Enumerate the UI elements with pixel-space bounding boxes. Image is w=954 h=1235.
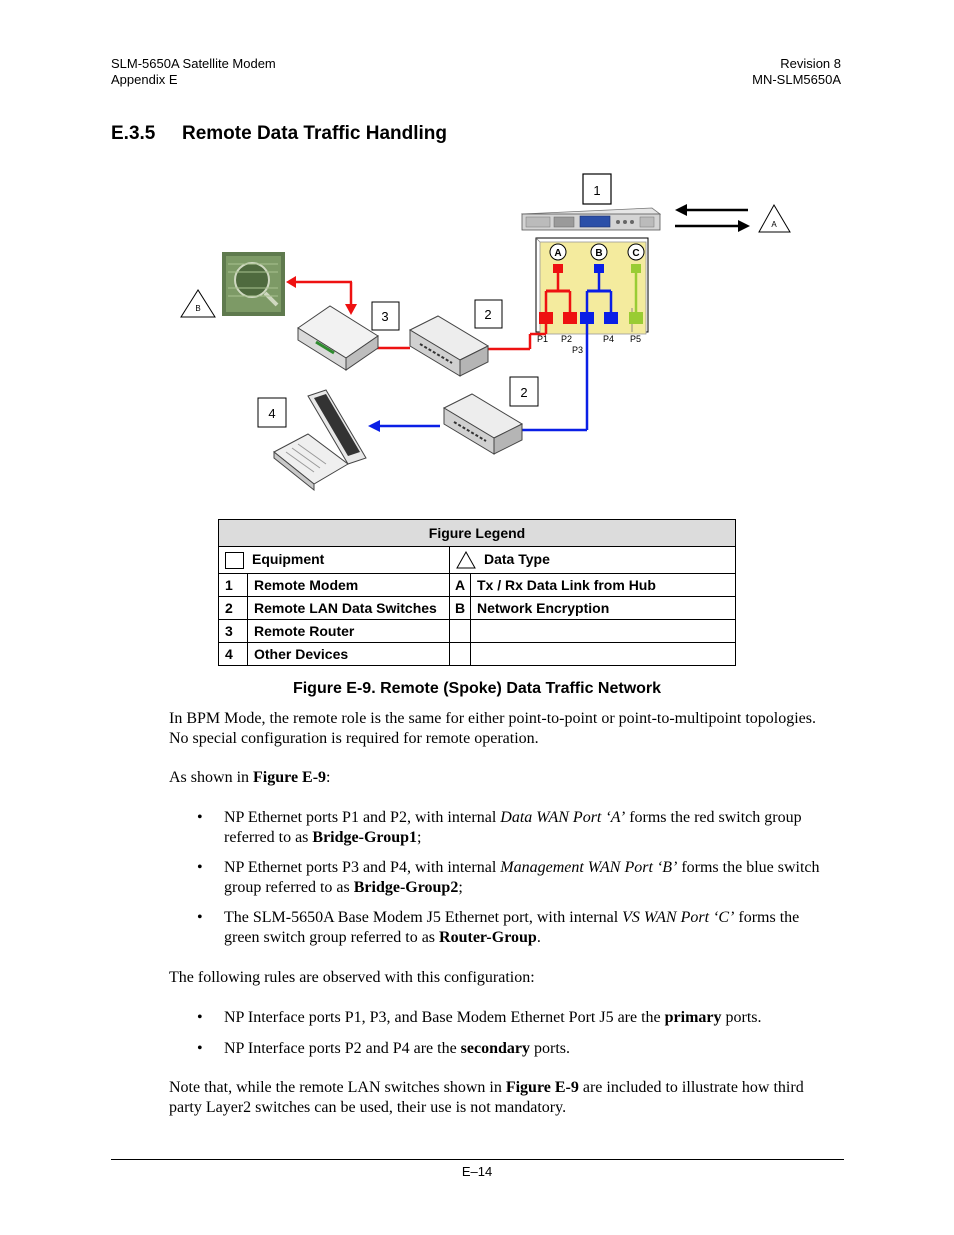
port-label-p2: P2 <box>561 334 572 344</box>
legend-key: 1 <box>218 573 248 597</box>
callout-switch-top: 2 <box>484 307 491 322</box>
bullet-red-group: NP Ethernet ports P1 and P2, with intern… <box>224 809 802 846</box>
bullet-secondary-ports: NP Interface ports P2 and P4 are the sec… <box>224 1040 570 1057</box>
data-type-triangle-encryption <box>180 289 216 318</box>
legend-datatype: Network Encryption <box>470 596 736 620</box>
bullet-icon: • <box>197 1009 203 1026</box>
paragraph-intro: In BPM Mode, the remote role is the same… <box>169 710 817 747</box>
callout-box-laptop <box>257 397 287 428</box>
legend-datatype-header: Data Type <box>449 546 736 574</box>
appendix-label: Appendix E <box>111 72 178 87</box>
callout-box-switch-top <box>474 299 503 329</box>
callout-laptop: 4 <box>268 406 275 421</box>
legend-row: 2 Remote LAN Data Switches B Network Enc… <box>218 596 736 620</box>
bullet-icon: • <box>197 1040 203 1057</box>
remote-modem <box>520 207 662 231</box>
bullet-primary-ports: NP Interface ports P1, P3, and Base Mode… <box>224 1009 762 1026</box>
laptop <box>273 389 367 492</box>
wan-port-c: C <box>627 243 645 261</box>
callout-box-switch-bottom <box>509 376 539 407</box>
paragraph-rules: The following rules are observed with th… <box>169 969 535 986</box>
legend-dkey: B <box>449 596 471 620</box>
revision-label: Revision 8 <box>780 56 841 71</box>
legend-datatype <box>470 619 736 643</box>
legend-equipment: Remote Router <box>247 619 450 643</box>
bullet-icon: • <box>197 809 203 826</box>
figure-reference: Figure E-9 <box>253 769 327 786</box>
remote-router <box>297 305 379 371</box>
legend-equipment: Remote Modem <box>247 573 450 597</box>
running-header-right: Revision 8 MN-SLM5650A <box>752 56 841 88</box>
paragraph-as-shown: As shown in Figure E-9: <box>169 769 331 786</box>
legend-datatype: Tx / Rx Data Link from Hub <box>470 573 736 597</box>
data-type-hub-label: A <box>771 220 777 229</box>
hub-link-arrows <box>675 204 750 232</box>
bullet-icon: • <box>197 909 203 926</box>
legend-key: 3 <box>218 619 248 643</box>
blue-link <box>368 324 589 432</box>
port-label-p3: P3 <box>572 345 583 355</box>
svg-text:A: A <box>554 248 561 259</box>
legend-datatype <box>470 642 736 666</box>
legend-row: 1 Remote Modem A Tx / Rx Data Link from … <box>218 573 736 597</box>
legend-row: 3 Remote Router <box>218 619 736 643</box>
red-bridge-group-wiring <box>539 264 577 324</box>
legend-equipment: Other Devices <box>247 642 450 666</box>
lan-switch-bottom <box>442 393 524 455</box>
legend-key: 2 <box>218 596 248 620</box>
legend-equipment: Remote LAN Data Switches <box>247 596 450 620</box>
port-label-p5: P5 <box>630 334 641 344</box>
paragraph-note: Note that, while the remote LAN switches… <box>169 1079 804 1116</box>
equipment-square-icon <box>225 551 244 569</box>
footer-rule <box>111 1159 844 1160</box>
callout-modem: 1 <box>593 183 600 198</box>
callout-box-router <box>371 301 400 331</box>
blue-bridge-group-wiring <box>580 264 618 324</box>
doc-title: SLM-5650A Satellite Modem <box>111 56 276 71</box>
data-type-encryption-label: B <box>195 304 200 313</box>
port-label-p1: P1 <box>537 334 548 344</box>
bullet-icon: • <box>197 859 203 876</box>
wan-port-a: A <box>549 243 567 261</box>
legend-dkey <box>449 619 471 643</box>
figure-legend-table: Figure Legend Equipment Data Type 1 Remo… <box>218 519 736 666</box>
red-link <box>286 276 548 351</box>
wan-port-b: B <box>590 243 608 261</box>
bullet-green-group: The SLM-5650A Base Modem J5 Ethernet por… <box>224 909 800 946</box>
encryption-image <box>222 252 285 316</box>
callout-switch-bottom: 2 <box>520 385 527 400</box>
doc-number: MN-SLM5650A <box>752 72 841 87</box>
running-header-left: SLM-5650A Satellite Modem Appendix E <box>111 56 276 88</box>
green-router-group-wiring <box>629 264 643 324</box>
legend-title: Figure Legend <box>218 519 736 547</box>
page-number: E–14 <box>461 1164 493 1179</box>
lan-switch-top <box>408 315 490 377</box>
legend-dkey: A <box>449 573 471 597</box>
figure-caption: Figure E-9. Remote (Spoke) Data Traffic … <box>292 680 662 697</box>
section-number: E.3.5 <box>111 123 156 144</box>
svg-text:C: C <box>632 248 639 259</box>
section-title: Remote Data Traffic Handling <box>182 123 447 144</box>
callout-router: 3 <box>381 309 388 324</box>
callout-box-modem <box>582 173 612 205</box>
data-type-triangle-hub <box>758 203 791 233</box>
section-heading: E.3.5 Remote Data Traffic Handling <box>111 123 447 145</box>
port-label-p4: P4 <box>603 334 614 344</box>
legend-equipment-header: Equipment <box>218 546 450 574</box>
network-diagram: 1 A A B C <box>180 173 791 492</box>
legend-key: 4 <box>218 642 248 666</box>
bullet-blue-group: NP Ethernet ports P3 and P4, with intern… <box>224 859 820 896</box>
legend-row: 4 Other Devices <box>218 642 736 666</box>
svg-text:B: B <box>595 248 602 259</box>
legend-dkey <box>449 642 471 666</box>
data-type-triangle-icon <box>456 551 476 569</box>
